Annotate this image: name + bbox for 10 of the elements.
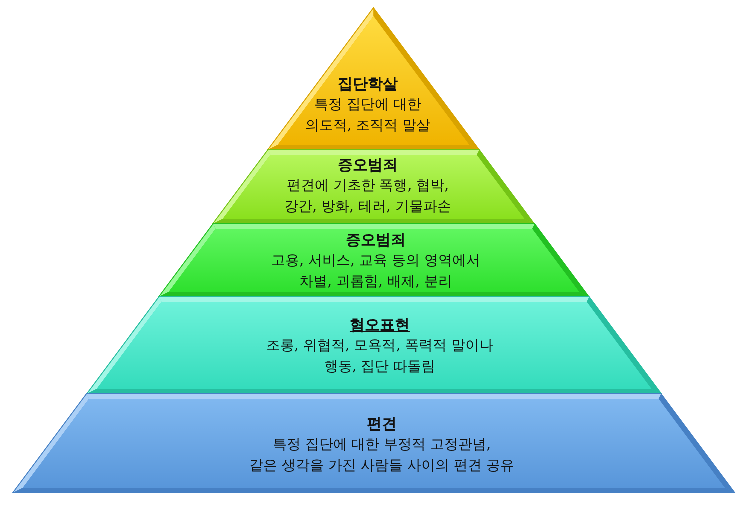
tier-heading: 편견 — [366, 414, 397, 435]
tier-description: 편견에 기초한 폭행, 협박, 강간, 방화, 테러, 기물파손 — [284, 177, 452, 217]
tier-description: 특정 집단에 대한 의도적, 조직적 말살 — [305, 96, 431, 136]
tier-heading: 혐오표현 — [350, 315, 410, 336]
tier-description: 조롱, 위협적, 모욕적, 폭력적 말이나 행동, 집단 따돌림 — [266, 337, 494, 377]
tier-heading: 증오범죄 — [346, 230, 406, 251]
tier-heading: 증오범죄 — [338, 155, 398, 176]
tier-description: 고용, 서비스, 교육 등의 영역에서 차별, 괴롭힘, 배제, 분리 — [272, 252, 480, 292]
tier-description: 특정 집단에 대한 부정적 고정관념, 같은 생각을 가진 사람들 사이의 편견 공유 — [250, 436, 514, 476]
tier-heading: 집단학살 — [338, 74, 398, 95]
